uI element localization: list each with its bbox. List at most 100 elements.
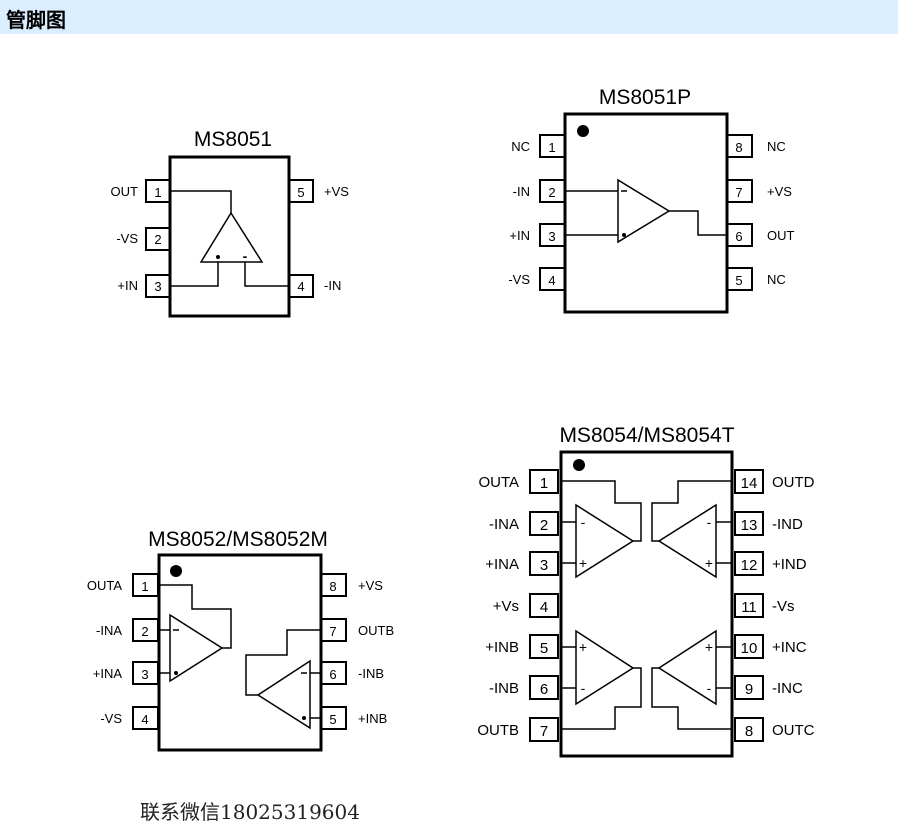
pin-number: 13 xyxy=(741,517,758,534)
pin-label: +VS xyxy=(358,578,383,593)
opamp-triangle-a xyxy=(575,503,635,579)
pin-label: NC xyxy=(767,139,786,154)
wire xyxy=(244,262,289,287)
pin-box xyxy=(320,573,347,597)
pin-number: 10 xyxy=(741,640,758,657)
pin-number: 5 xyxy=(735,273,742,288)
wire xyxy=(159,584,232,649)
pin-number: 4 xyxy=(141,712,148,727)
opamp-triangle xyxy=(199,211,264,263)
pin-label: -IND xyxy=(772,516,803,533)
pin-number: 5 xyxy=(540,640,548,657)
plus-dot xyxy=(622,233,626,237)
pin-box xyxy=(539,134,566,158)
pin-label: +INA xyxy=(93,666,123,681)
pin-box xyxy=(132,661,159,685)
pin1-marker xyxy=(573,459,585,471)
minus-sign: - xyxy=(707,514,712,530)
opamp-triangle-a xyxy=(169,613,224,683)
pin-label: OUT xyxy=(111,184,139,199)
pin-box xyxy=(529,634,559,659)
pin-box xyxy=(145,227,171,251)
pin-number: 6 xyxy=(735,229,742,244)
pin-box xyxy=(726,134,753,158)
pin-label: +INB xyxy=(485,639,519,656)
pin-number: 7 xyxy=(540,723,548,740)
pin-number: 3 xyxy=(154,279,161,294)
wire xyxy=(245,629,321,696)
pin-label: -IN xyxy=(324,278,341,293)
page-title: 管脚图 xyxy=(6,8,66,32)
pin-label: -VS xyxy=(116,231,138,246)
pin-label: OUTB xyxy=(358,623,394,638)
pin-number: 12 xyxy=(741,557,758,574)
pin-number: 14 xyxy=(741,475,758,492)
pin-box xyxy=(529,593,559,618)
plus-sign: + xyxy=(579,555,587,571)
plus-dot xyxy=(302,716,306,720)
pin-box xyxy=(529,675,559,700)
pin-label: NC xyxy=(511,139,530,154)
plus-dot xyxy=(174,671,178,675)
pin-number: 2 xyxy=(540,517,548,534)
pin-label: OUTA xyxy=(478,474,519,491)
chip-title: MS8051P xyxy=(599,86,691,109)
opamp-triangle-c xyxy=(657,629,717,706)
pin-box xyxy=(726,179,753,203)
pin-box xyxy=(132,573,159,597)
pin-number: 11 xyxy=(741,599,757,616)
minus-sign: - xyxy=(243,248,248,264)
plus-sign: + xyxy=(705,555,713,571)
pin-box xyxy=(726,267,753,291)
pin-box xyxy=(132,706,159,730)
wire xyxy=(170,262,219,287)
pin-label: +INA xyxy=(485,556,519,573)
pin-label: -VS xyxy=(508,272,530,287)
pin-number: 7 xyxy=(735,185,742,200)
pin-number: 1 xyxy=(548,140,555,155)
chip-title: MS8054/MS8054T xyxy=(559,424,734,447)
wire xyxy=(561,667,642,730)
pin-label: OUT xyxy=(767,228,795,243)
pin-label: -Vs xyxy=(772,598,795,615)
pin-number: 9 xyxy=(745,681,753,698)
pin-box xyxy=(734,469,764,494)
pin-label: -INB xyxy=(489,680,519,697)
opamp-triangle xyxy=(617,178,671,244)
pin-box xyxy=(288,179,314,203)
pin-label: +INC xyxy=(772,639,807,656)
pin-label: -INA xyxy=(96,623,122,638)
plus-dot xyxy=(216,255,220,259)
opamp-triangle-b xyxy=(256,659,311,730)
wire xyxy=(170,190,232,213)
pin-number: 3 xyxy=(540,557,548,574)
pin-box xyxy=(734,511,764,536)
pin-number: 6 xyxy=(329,667,336,682)
pin-box xyxy=(734,634,764,659)
pin-number: 4 xyxy=(548,273,555,288)
chip-ms8051 xyxy=(145,155,314,318)
minus-sign: - xyxy=(707,680,712,696)
pin-label: +Vs xyxy=(493,598,519,615)
pin-number: 4 xyxy=(297,279,304,294)
pin-label: +VS xyxy=(324,184,349,199)
chip-title: MS8051 xyxy=(194,128,272,151)
wire xyxy=(669,210,727,236)
wire xyxy=(651,667,732,730)
pin-box xyxy=(734,551,764,576)
pin-number: 6 xyxy=(540,681,548,698)
minus-sign: - xyxy=(581,680,586,696)
pin-box xyxy=(734,717,764,742)
pin-label: +INB xyxy=(358,711,387,726)
pin-box xyxy=(529,551,559,576)
wire xyxy=(651,480,732,542)
pin-box xyxy=(529,511,559,536)
pin-number: 5 xyxy=(297,185,304,200)
chip-ms8054 xyxy=(529,450,764,758)
pin-label: -INB xyxy=(358,666,384,681)
chip-ms8052 xyxy=(132,553,347,752)
pin-number: 1 xyxy=(154,185,161,200)
pin-number: 7 xyxy=(329,624,336,639)
pin1-marker xyxy=(170,565,182,577)
chip-body xyxy=(559,450,734,758)
